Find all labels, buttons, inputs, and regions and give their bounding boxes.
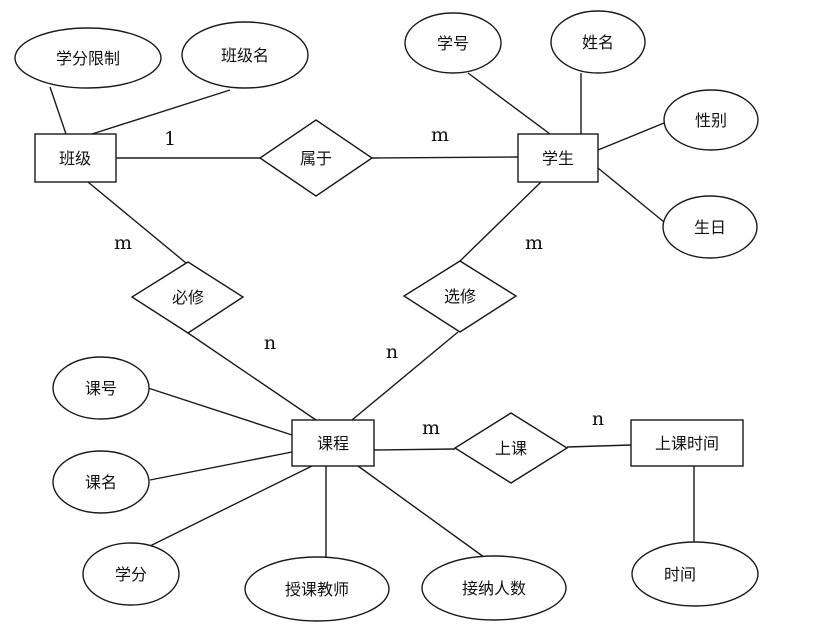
attribute-student-name-ellipse <box>550 10 646 74</box>
attribute-course-id-ellipse <box>52 356 150 420</box>
line-credit-limit-class <box>49 86 67 135</box>
attribute-class-name: 班级名 <box>181 21 309 89</box>
attribute-birthday-label: 生日 <box>694 218 726 237</box>
entity-student-label: 学生 <box>542 149 574 168</box>
cardinality-labels: 1 m m n m n m n <box>114 124 604 439</box>
attribute-capacity-ellipse <box>421 555 567 621</box>
relationship-elective-label: 选修 <box>444 287 476 306</box>
cardinality-belongs-student: m <box>431 124 449 146</box>
line-student-elective <box>458 181 542 263</box>
relationship-attend-label: 上课 <box>495 439 527 458</box>
attribute-student-id: 学号 <box>404 12 502 74</box>
attribute-teacher: 授课教师 <box>244 556 390 622</box>
relationship-required-label: 必修 <box>172 288 204 307</box>
line-course-attend <box>373 448 456 451</box>
attribute-teacher-label: 授课教师 <box>285 580 349 599</box>
attribute-student-id-label: 学号 <box>437 34 469 53</box>
cardinality-attend-time: n <box>592 408 604 430</box>
attribute-time-label: 时间 <box>664 565 696 584</box>
entity-class-box <box>34 133 117 183</box>
attribute-time-ellipse <box>631 541 759 607</box>
line-elective-course <box>351 331 459 421</box>
line-birthday-student <box>597 167 665 223</box>
attribute-gender-label: 性别 <box>695 111 727 130</box>
attribute-course-name: 课名 <box>52 450 150 514</box>
attribute-course-name-ellipse <box>52 450 150 514</box>
cardinality-required-class: m <box>114 232 132 254</box>
attribute-time: 时间 <box>631 541 759 607</box>
relationship-attend-diamond <box>453 412 569 484</box>
entity-class: 班级 <box>34 133 117 183</box>
attribute-credit-limit-ellipse <box>14 27 162 89</box>
attribute-credit-label: 学分 <box>115 565 147 584</box>
relationship-belongs-to-diamond <box>258 119 374 197</box>
attribute-credit-limit-label: 学分限制 <box>56 49 120 68</box>
relationship-belongs-to: 属于 <box>258 119 374 197</box>
attribute-birthday-ellipse <box>662 195 758 259</box>
attribute-class-name-ellipse <box>181 21 309 89</box>
attribute-credit-limit: 学分限制 <box>14 27 162 89</box>
relationship-required-diamond <box>130 261 245 334</box>
cardinality-attend-course: m <box>422 417 440 439</box>
attribute-student-name-label: 姓名 <box>582 33 614 52</box>
attribute-course-name-label: 课名 <box>85 473 117 492</box>
line-class-required <box>87 181 187 264</box>
entity-course-box <box>291 419 375 467</box>
line-class-name-class <box>91 89 231 135</box>
connector-lines <box>49 72 695 561</box>
line-belongs-student <box>371 156 519 159</box>
relationship-elective: 选修 <box>402 260 518 333</box>
attribute-capacity: 接纳人数 <box>421 555 567 621</box>
line-capacity-course <box>357 465 489 561</box>
attribute-credit-ellipse <box>82 542 180 606</box>
attribute-teacher-ellipse <box>244 556 390 622</box>
relationship-required: 必修 <box>130 261 245 334</box>
relationship-belongs-to-label: 属于 <box>300 149 332 168</box>
entity-course-label: 课程 <box>317 434 349 453</box>
attribute-gender-ellipse <box>663 89 759 151</box>
attribute-student-name: 姓名 <box>550 10 646 74</box>
entity-class-label: 班级 <box>59 149 91 168</box>
attribute-birthday: 生日 <box>662 195 758 259</box>
line-course-id-course <box>147 387 293 436</box>
cardinality-elective-course: n <box>386 341 398 363</box>
attribute-capacity-label: 接纳人数 <box>462 579 526 598</box>
entity-student-box <box>517 133 599 183</box>
attribute-gender: 性别 <box>663 89 759 151</box>
line-gender-student <box>597 122 665 151</box>
attribute-course-id: 课号 <box>52 356 150 420</box>
line-credit-course <box>149 465 313 547</box>
relationship-attend: 上课 <box>453 412 569 484</box>
entity-student: 学生 <box>517 133 599 183</box>
relationship-elective-diamond <box>402 260 518 333</box>
line-required-course <box>187 332 317 421</box>
cardinality-elective-student: m <box>525 232 543 254</box>
attribute-course-id-label: 课号 <box>85 379 117 398</box>
entity-class-time-label: 上课时间 <box>655 434 719 453</box>
entity-course: 课程 <box>291 419 375 467</box>
attribute-class-name-label: 班级名 <box>221 46 269 65</box>
entity-class-time-box <box>630 419 744 467</box>
cardinality-required-course: n <box>264 332 276 354</box>
line-course-name-course <box>149 451 293 481</box>
entity-class-time: 上课时间 <box>630 419 744 467</box>
line-student-id-student <box>467 72 551 135</box>
line-attend-classtime <box>566 444 632 448</box>
cardinality-belongs-class: 1 <box>164 128 176 150</box>
attribute-credit: 学分 <box>82 542 180 606</box>
attribute-student-id-ellipse <box>404 12 502 74</box>
